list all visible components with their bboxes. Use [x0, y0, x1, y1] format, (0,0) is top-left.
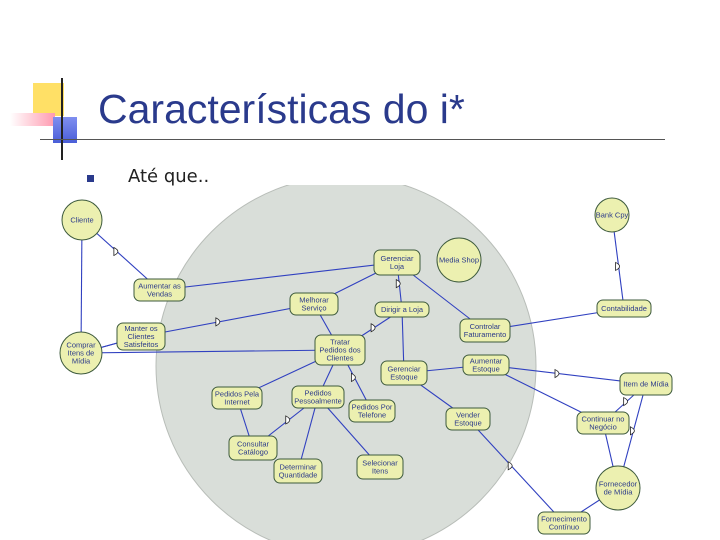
dependency-marker	[554, 368, 560, 379]
task-continuar-negocio	[576, 411, 630, 435]
task-pedidos-telefone-label-line: Telefone	[358, 411, 386, 420]
task-determinar-quantidade	[273, 458, 323, 484]
task-manter-clientes	[116, 322, 166, 351]
dependency-marker	[285, 415, 291, 425]
link-manter-clientes-melhorar-servico	[140, 303, 315, 338]
task-pedidos-telefone	[348, 399, 396, 423]
task-tratar-pedidos-label-line: Tratar	[330, 338, 350, 347]
actor-comprar-label-line: Comprar	[66, 341, 96, 350]
task-tratar-pedidos-label-line: Clientes	[326, 354, 353, 363]
task-pedidos-internet-label-line: Internet	[224, 398, 250, 407]
task-manter-clientes-label-line: Clientes	[127, 332, 154, 341]
task-pedidos-pessoalmente	[291, 385, 345, 409]
task-vender-estoque	[445, 407, 491, 431]
link-aumentar-estoque-item-midia	[485, 364, 647, 385]
task-continuar-negocio-label-line: Negócio	[589, 423, 617, 432]
actor-comprar	[59, 331, 103, 375]
actor-bankcpy-label-line: Bank Cpy	[596, 211, 629, 220]
dependency-marker	[351, 372, 356, 383]
dependency-marker	[623, 396, 629, 407]
task-manter-clientes-label-line: Satisfeitos	[124, 340, 159, 349]
dependency-marker	[630, 426, 635, 436]
task-gerenciar-loja	[373, 249, 421, 276]
actor-cliente	[61, 199, 103, 241]
page-title: Características do i*	[98, 86, 465, 132]
task-fornecimento-continuo-label-line: Contínuo	[549, 523, 579, 532]
task-pedidos-internet-label-line: Pedidos Pela	[215, 390, 260, 399]
task-aumentar-estoque-label-line: Aumentar	[470, 357, 503, 366]
task-pedidos-telefone-label-line: Pedidos Por	[352, 403, 393, 412]
actor-comprar-label-line: Mídia	[72, 357, 91, 366]
task-consultar-catalogo-label-line: Catálogo	[238, 448, 268, 457]
task-dirigir-loja	[374, 301, 430, 318]
title-divider	[40, 139, 665, 140]
task-contabilidade-label-line: Contabilidade	[601, 304, 647, 313]
task-aumentar-estoque	[462, 354, 510, 376]
link-cliente-comprar	[80, 219, 83, 354]
actor-bankcpy	[594, 197, 630, 233]
task-controlar-faturamento	[459, 318, 511, 343]
actor-mediashop-label-line: Media Shop	[439, 256, 479, 265]
task-manter-clientes-label-line: Manter os	[124, 324, 158, 333]
actor-fornecedor-label-line: Fornecedor	[599, 480, 638, 489]
task-gerenciar-estoque-label-line: Estoque	[390, 373, 418, 382]
link-aumentar-vendas-gerenciar-loja	[159, 261, 398, 291]
bullet-text: Até que..	[128, 166, 210, 187]
logo-yellow-square	[33, 83, 64, 116]
logo-blue-square	[53, 117, 77, 143]
dependency-marker	[370, 323, 376, 333]
logo-vertical-line	[61, 78, 63, 160]
task-melhorar-servico	[289, 292, 339, 316]
task-fornecimento-continuo-label-line: Fornecimento	[541, 515, 587, 524]
task-vender-estoque-label-line: Estoque	[454, 419, 482, 428]
task-item-midia-label-line: Item de Mídia	[623, 380, 669, 389]
task-melhorar-servico-label-line: Serviço	[301, 304, 326, 313]
dependency-marker	[395, 279, 401, 289]
dependency-marker	[507, 461, 513, 471]
task-continuar-negocio-label-line: Continuar no	[582, 415, 625, 424]
task-consultar-catalogo	[228, 435, 278, 461]
link-comprar-tratar-pedidos	[80, 349, 341, 354]
actor-comprar-label-line: Itens de	[68, 349, 95, 358]
task-aumentar-estoque-label-line: Estoque	[472, 365, 500, 374]
task-gerenciar-estoque	[380, 360, 428, 386]
actor-fornecedor-label-line: de Mídia	[604, 488, 634, 497]
actor-fornecedor	[595, 465, 641, 511]
task-determinar-quantidade-label-line: Determinar	[279, 463, 317, 472]
dependency-marker	[113, 246, 119, 257]
task-controlar-faturamento-label-line: Faturamento	[464, 330, 507, 339]
task-pedidos-internet	[211, 386, 263, 410]
actor-mediashop	[436, 237, 482, 283]
task-gerenciar-estoque-label-line: Gerenciar	[388, 365, 421, 374]
task-pedidos-pessoalmente-label-line: Pessoalmente	[294, 397, 342, 406]
task-item-midia	[619, 372, 673, 396]
task-contabilidade	[596, 299, 652, 318]
task-tratar-pedidos	[314, 334, 366, 366]
task-selecionar-itens-label-line: Itens	[372, 467, 389, 476]
task-fornecimento-continuo	[537, 511, 591, 535]
task-consultar-catalogo-label-line: Consultar	[237, 440, 270, 449]
bullet-marker	[87, 175, 94, 182]
task-controlar-faturamento-label-line: Controlar	[470, 322, 501, 331]
task-dirigir-loja-label-line: Dirigir a Loja	[381, 305, 424, 314]
dependency-marker	[615, 261, 620, 272]
task-selecionar-itens	[356, 454, 404, 480]
task-melhorar-servico-label-line: Melhorar	[299, 296, 329, 305]
task-determinar-quantidade-label-line: Quantidade	[279, 471, 318, 480]
task-aumentar-vendas	[133, 278, 186, 302]
logo-pink-bar	[10, 113, 55, 126]
task-pedidos-pessoalmente-label-line: Pedidos	[304, 389, 331, 398]
task-aumentar-vendas-label-line: Aumentar as	[138, 282, 181, 291]
task-tratar-pedidos-label-line: Pedidos dos	[319, 346, 361, 355]
task-gerenciar-loja-label-line: Gerenciar	[381, 254, 414, 263]
task-gerenciar-loja-label-line: Loja	[390, 262, 405, 271]
task-aumentar-vendas-label-line: Vendas	[147, 290, 172, 299]
task-vender-estoque-label-line: Vender	[456, 411, 480, 420]
dependency-marker	[215, 317, 221, 327]
actor-cliente-label-line: Cliente	[70, 216, 93, 225]
task-selecionar-itens-label-line: Selecionar	[362, 459, 398, 468]
link-vender-estoque-fornecimento-continuo	[467, 418, 565, 524]
